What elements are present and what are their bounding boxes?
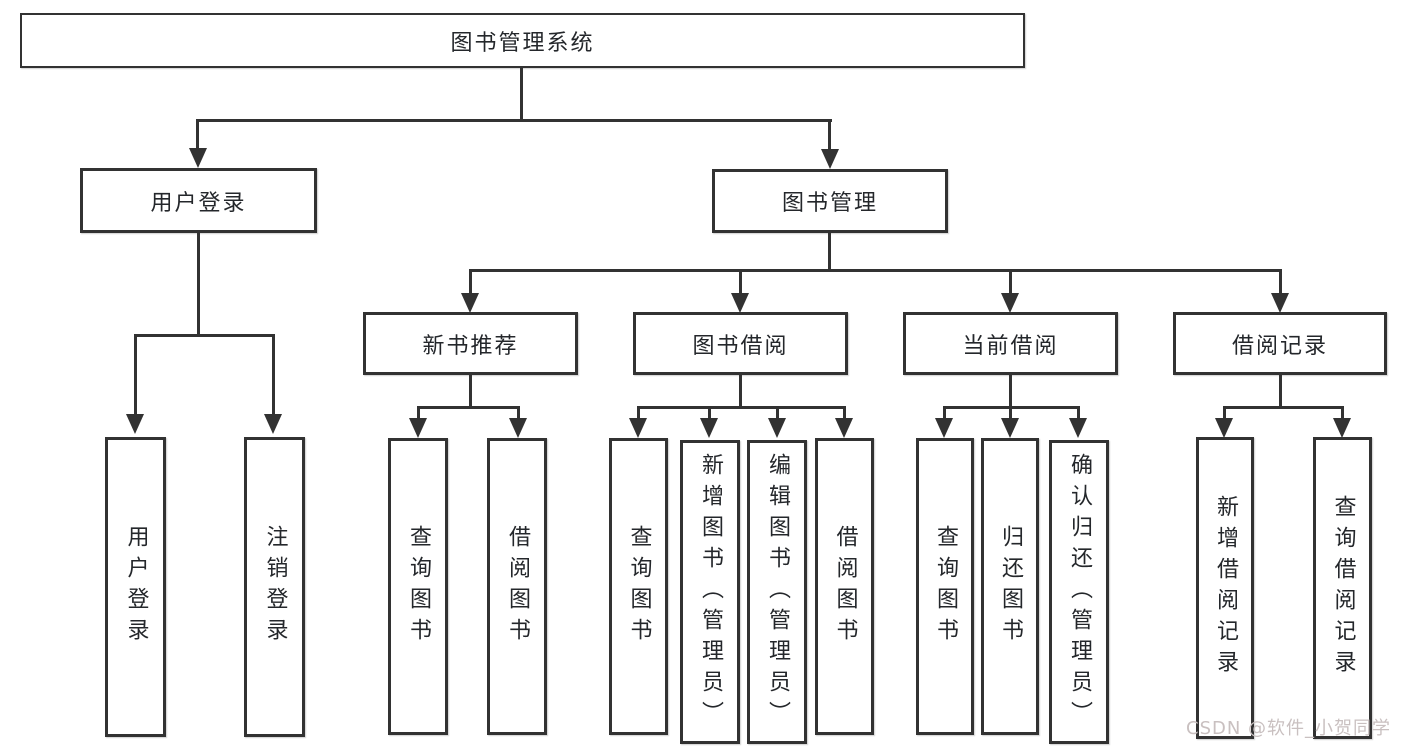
connector-mgmt-drop xyxy=(828,119,831,151)
arrow-down-icon xyxy=(189,148,207,168)
node-borrow-records-label: 借阅记录 xyxy=(1231,333,1328,359)
arrow-down-icon xyxy=(1001,418,1019,438)
arrow-down-icon xyxy=(935,418,953,438)
arrow-down-icon xyxy=(461,293,479,313)
node-root: 图书管理系统 xyxy=(20,13,1025,68)
connector-level3-drop xyxy=(1279,269,1282,295)
connector-current-drop xyxy=(1077,406,1080,419)
connector-login-child-drop xyxy=(134,334,137,415)
leaf-logout-label: 注销登录 xyxy=(262,525,288,649)
connector-login-drop xyxy=(196,119,199,151)
leaf-query-borrow-record-label: 查询借阅记录 xyxy=(1330,495,1356,681)
connector-records-drop xyxy=(1223,406,1226,419)
arrow-down-icon xyxy=(509,418,527,438)
connector-mgmt-stem xyxy=(828,233,831,271)
connector-newbook-drop xyxy=(417,406,420,419)
node-new-book-recommend: 新书推荐 xyxy=(363,312,578,375)
node-root-label: 图书管理系统 xyxy=(450,30,595,56)
connector-borrow-drop xyxy=(776,406,779,419)
leaf-confirm-return-admin-label: 确认归还（管理员） xyxy=(1067,452,1092,732)
arrow-down-icon xyxy=(264,414,282,434)
arrow-down-icon xyxy=(1271,293,1289,313)
arrow-down-icon xyxy=(821,149,839,169)
arrow-down-icon xyxy=(629,418,647,438)
leaf-return-books: 归还图书 xyxy=(981,438,1039,735)
leaf-add-book-admin-label: 新增图书（管理员） xyxy=(698,452,723,732)
connector-root-stem xyxy=(520,68,523,121)
node-new-book-recommend-label: 新书推荐 xyxy=(422,333,519,359)
leaf-borrow-books-1: 借阅图书 xyxy=(487,438,547,735)
arrow-down-icon xyxy=(731,293,749,313)
connector-newbook-stem xyxy=(469,375,472,409)
node-current-borrow-label: 当前借阅 xyxy=(962,333,1059,359)
connector-newbook-bar xyxy=(417,406,520,409)
leaf-user-login: 用户登录 xyxy=(105,437,166,737)
leaf-edit-book-admin-label: 编辑图书（管理员） xyxy=(765,452,790,732)
node-book-management-label: 图书管理 xyxy=(781,191,878,216)
node-borrow-records: 借阅记录 xyxy=(1173,312,1387,375)
leaf-confirm-return-admin: 确认归还（管理员） xyxy=(1049,440,1109,744)
connector-borrow-drop xyxy=(843,406,846,419)
connector-level3-drop xyxy=(1009,269,1012,295)
arrow-down-icon xyxy=(700,418,718,438)
connector-current-drop xyxy=(1009,406,1012,419)
leaf-query-books-3-label: 查询图书 xyxy=(933,524,958,649)
connector-current-drop xyxy=(943,406,946,419)
connector-level3-drop xyxy=(469,269,472,295)
connector-login-bar xyxy=(134,334,275,337)
connector-records-bar xyxy=(1223,406,1344,409)
connector-borrow-bar xyxy=(637,406,846,409)
arrow-down-icon xyxy=(126,414,144,434)
arrow-down-icon xyxy=(835,418,853,438)
leaf-query-books-1-label: 查询图书 xyxy=(406,524,431,649)
leaf-borrow-books-1-label: 借阅图书 xyxy=(505,524,530,649)
arrow-down-icon xyxy=(1069,418,1087,438)
connector-current-stem xyxy=(1009,375,1012,409)
leaf-query-books-3: 查询图书 xyxy=(916,438,974,735)
leaf-add-borrow-record: 新增借阅记录 xyxy=(1196,437,1254,739)
connector-borrow-drop xyxy=(708,406,711,419)
connector-newbook-drop xyxy=(517,406,520,419)
leaf-query-books-2-label: 查询图书 xyxy=(626,524,652,649)
connector-level3-drop xyxy=(739,269,742,295)
connector-borrow-stem xyxy=(739,375,742,409)
node-current-borrow: 当前借阅 xyxy=(903,312,1118,375)
leaf-query-books-2: 查询图书 xyxy=(609,438,668,735)
node-book-borrow: 图书借阅 xyxy=(633,312,848,375)
arrow-down-icon xyxy=(409,418,427,438)
leaf-query-books-1: 查询图书 xyxy=(388,438,448,735)
leaf-borrow-books-2-label: 借阅图书 xyxy=(832,524,858,649)
node-book-management: 图书管理 xyxy=(712,169,948,233)
arrow-down-icon xyxy=(1333,418,1351,438)
node-user-login: 用户登录 xyxy=(80,168,317,233)
leaf-add-borrow-record-label: 新增借阅记录 xyxy=(1213,495,1238,681)
leaf-borrow-books-2: 借阅图书 xyxy=(815,438,874,735)
arrow-down-icon xyxy=(768,418,786,438)
connector-records-stem xyxy=(1279,375,1282,409)
arrow-down-icon xyxy=(1001,293,1019,313)
csdn-watermark: CSDN @软件_小贺同学 xyxy=(1186,718,1392,739)
node-book-borrow-label: 图书借阅 xyxy=(692,333,789,359)
leaf-edit-book-admin: 编辑图书（管理员） xyxy=(747,440,807,744)
connector-records-drop xyxy=(1341,406,1344,419)
arrow-down-icon xyxy=(1215,418,1233,438)
leaf-logout: 注销登录 xyxy=(244,437,305,737)
connector-level3-bar xyxy=(469,269,1281,272)
node-user-login-label: 用户登录 xyxy=(150,190,247,216)
leaf-query-borrow-record: 查询借阅记录 xyxy=(1313,437,1372,739)
connector-level2-bar xyxy=(196,119,832,122)
connector-login-stem xyxy=(197,233,200,336)
connector-login-child-drop xyxy=(272,334,275,415)
leaf-return-books-label: 归还图书 xyxy=(998,524,1023,649)
leaf-user-login-label: 用户登录 xyxy=(123,525,149,649)
connector-borrow-drop xyxy=(637,406,640,419)
leaf-add-book-admin: 新增图书（管理员） xyxy=(680,440,740,744)
